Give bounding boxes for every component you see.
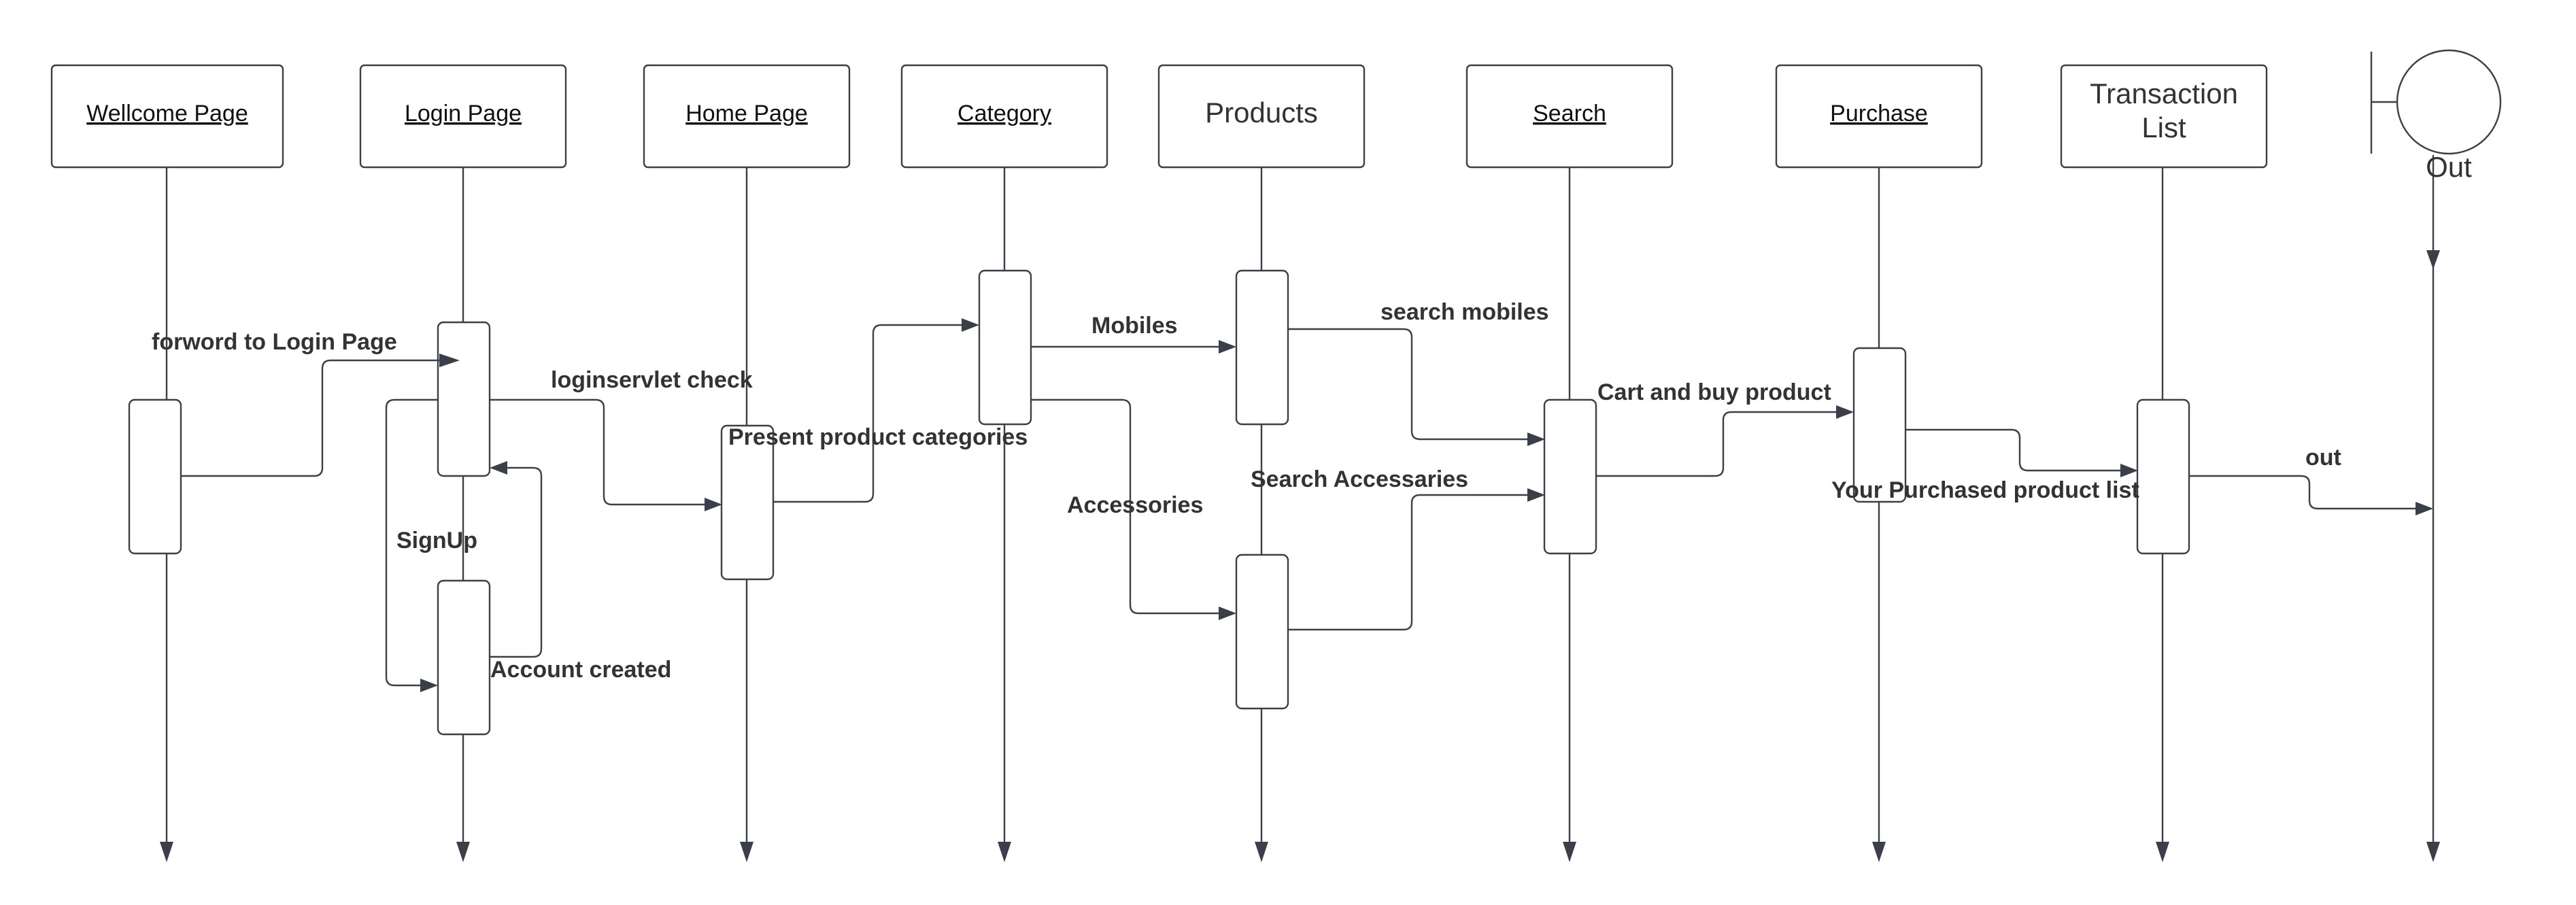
msg-accessories-line xyxy=(1031,398,1221,615)
label-accessories: Accessories xyxy=(1067,492,1203,518)
label-loginservlet: loginservlet check xyxy=(551,367,753,393)
msg-accessories-arrowhead xyxy=(1219,607,1236,620)
message-labels: forword to Login Page loginservlet check… xyxy=(152,299,2341,683)
boundary-circle xyxy=(2396,49,2502,155)
label-forward-login: forword to Login Page xyxy=(152,329,397,355)
participant-transaction xyxy=(2060,64,2268,169)
participant-category-label: Category xyxy=(957,101,1051,126)
msg-out-arrowhead xyxy=(2416,502,2433,515)
participant-transaction-label-line2: List xyxy=(2141,112,2186,143)
participant-transaction-label-line1: Transaction xyxy=(2090,78,2238,109)
lifeline-end-products xyxy=(1255,842,1268,862)
participant-home xyxy=(643,64,851,169)
participant-boxes: Wellcome Page Login Page Home Page Categ… xyxy=(50,64,2268,169)
participant-products xyxy=(1157,64,1366,169)
msg-loginservlet-arrowhead xyxy=(705,498,722,511)
activation-products-1 xyxy=(1235,269,1289,426)
participant-welcome-label: Wellcome Page xyxy=(86,101,248,126)
lifeline-end-welcome xyxy=(160,842,173,862)
participant-search-label: Search xyxy=(1533,101,1606,126)
label-out: out xyxy=(2305,445,2341,471)
activation-products-2 xyxy=(1235,553,1289,710)
participant-welcome xyxy=(50,64,284,169)
msg-search-mobiles-arrowhead xyxy=(1527,432,1545,446)
msg-cart-buy-line xyxy=(1596,411,1839,477)
msg-forward-login-line xyxy=(181,359,441,477)
participant-search xyxy=(1465,64,1674,169)
boundary-out: Out xyxy=(2370,49,2502,183)
activation-login-1 xyxy=(437,321,491,477)
activation-category xyxy=(978,269,1032,426)
activation-search xyxy=(1543,398,1597,555)
participant-category xyxy=(900,64,1108,169)
lifeline-end-transaction xyxy=(2156,842,2169,862)
lifeline-end-login xyxy=(456,842,470,862)
participant-products-label: Products xyxy=(1205,97,1318,129)
msg-account-created-arrowhead xyxy=(490,461,507,475)
msg-purchased-list-line xyxy=(1905,428,2123,472)
msg-present-categories-arrowhead xyxy=(962,318,979,332)
participant-purchase-label: Purchase xyxy=(1830,101,1928,126)
label-search-accessaries: Search Accessaries xyxy=(1251,466,1468,492)
msg-forward-login-arrowhead xyxy=(439,354,460,367)
msg-search-accessaries-line xyxy=(1288,494,1530,631)
msg-mobiles-arrowhead xyxy=(1219,340,1236,354)
activation-purchase xyxy=(1852,347,1907,503)
label-search-mobiles: search mobiles xyxy=(1380,299,1549,325)
msg-signup-line xyxy=(385,398,438,687)
out-lifeline-arrow xyxy=(2426,250,2440,269)
participant-login-label: Login Page xyxy=(405,101,522,126)
activations xyxy=(128,269,2190,736)
boundary-out-label: Out xyxy=(2426,151,2472,183)
label-account-created: Account created xyxy=(490,657,671,683)
msg-search-mobiles-line xyxy=(1288,328,1530,441)
activation-transaction xyxy=(2136,398,2190,555)
msg-out-line xyxy=(2189,475,2418,510)
msg-signup-arrowhead xyxy=(420,679,438,692)
messages xyxy=(181,318,2433,692)
lifeline-end-category xyxy=(998,842,1011,862)
participant-home-label: Home Page xyxy=(685,101,808,126)
activation-welcome xyxy=(128,398,182,555)
lifelines xyxy=(160,155,2440,862)
lifeline-end-purchase xyxy=(1872,842,1886,862)
msg-cart-buy-arrowhead xyxy=(1836,405,1854,419)
label-signup: SignUp xyxy=(396,528,477,553)
lifeline-end-out xyxy=(2426,842,2440,862)
participant-purchase xyxy=(1775,64,1983,169)
activation-login-2 xyxy=(437,579,491,736)
participant-login xyxy=(359,64,567,169)
lifeline-end-home xyxy=(740,842,753,862)
label-cart-buy: Cart and buy product xyxy=(1597,379,1831,405)
msg-search-accessaries-arrowhead xyxy=(1527,488,1545,502)
label-mobiles: Mobiles xyxy=(1091,313,1178,339)
lifeline-end-search xyxy=(1563,842,1576,862)
label-purchased-list: Your Purchased product list xyxy=(1831,477,2139,503)
msg-loginservlet-line xyxy=(490,398,707,506)
msg-account-created-line xyxy=(490,466,543,658)
msg-purchased-list-arrowhead xyxy=(2120,464,2138,477)
msg-present-categories-line xyxy=(773,324,966,503)
label-present-categories: Present product categories xyxy=(728,424,1028,450)
